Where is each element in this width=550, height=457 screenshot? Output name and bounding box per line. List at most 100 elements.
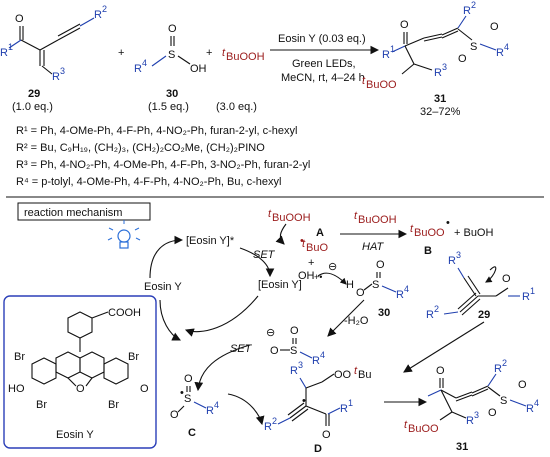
svg-text:O: O [376, 259, 385, 271]
svg-text:O: O [290, 325, 299, 337]
svg-text:O: O [488, 407, 497, 419]
substituent-r1: R¹ = Ph, 4-OMe-Ph, 4-F-Ph, 4-NO₂-Ph, fur… [16, 125, 297, 137]
svg-text:2: 2 [272, 416, 277, 426]
tbuooh-reduction-arrow [275, 223, 287, 245]
svg-text:Bu: Bu [358, 369, 371, 381]
svg-text:4: 4 [404, 284, 409, 294]
svg-text:+: + [308, 257, 314, 269]
svg-text:R: R [264, 421, 272, 433]
svg-text:R: R [448, 255, 456, 267]
r2-label: R [94, 9, 102, 21]
svg-text:3: 3 [298, 360, 303, 370]
svg-text:t: t [268, 208, 272, 220]
svg-text:3: 3 [456, 250, 461, 260]
mechanism-title-box [17, 202, 151, 221]
enynone-29-mech: R 3 O R 1 R 2 [426, 250, 535, 321]
svg-text:Br: Br [36, 399, 47, 411]
product-yield: 32–72% [420, 106, 461, 118]
sulfur-s: S [168, 49, 175, 61]
svg-text:O: O [140, 383, 149, 395]
svg-text:O: O [458, 53, 467, 65]
compound-29-equiv: (1.0 eq.) [12, 101, 53, 113]
svg-text:⊖: ⊖ [328, 261, 337, 273]
substituent-r3: R³ = Ph, 4-NO₂-Ph, 4-OMe-Ph, 4-F-Ph, 3-N… [16, 159, 310, 171]
compound-29-structure: O R 1 R 2 R 3 [0, 4, 107, 83]
svg-text:O: O [400, 19, 409, 31]
svg-text:2: 2 [471, 0, 476, 10]
plus-sign-2: + [206, 47, 212, 59]
svg-text:S: S [470, 41, 477, 53]
tbuooh-equiv: (3.0 eq.) [216, 101, 257, 113]
photoexcitation-arrow [149, 235, 184, 279]
svg-text:R: R [434, 67, 442, 79]
svg-text:1: 1 [348, 398, 353, 408]
svg-text:t: t [302, 238, 306, 250]
svg-text:O: O [270, 345, 279, 357]
product-31-mech-structure: O R 2 S O O R 4 R 3 t BuOO [404, 358, 539, 435]
tbuoo-radical: BuOO [414, 227, 445, 239]
compound-30-structure: O S R 4 OH [134, 23, 207, 75]
deprotonation-arrow [327, 299, 365, 337]
svg-text:R: R [463, 5, 471, 17]
svg-text:•: • [302, 395, 306, 407]
svg-text:4: 4 [142, 58, 147, 68]
set-label-2: SET [230, 343, 253, 355]
svg-text:R: R [526, 403, 534, 415]
svg-text:Br: Br [14, 351, 25, 363]
compound-30-equiv: (1.5 eq.) [148, 101, 189, 113]
svg-text:R: R [496, 47, 504, 59]
svg-text:⊖: ⊖ [266, 327, 275, 339]
svg-text:4: 4 [534, 398, 539, 408]
product-31-structure: O R 1 R 2 S O O R 4 R 3 t BuOO [362, 0, 509, 91]
svg-text:R: R [522, 291, 530, 303]
svg-text:O: O [436, 365, 445, 377]
svg-text:R: R [206, 405, 214, 417]
light-bulb-icon [107, 220, 141, 249]
carbonyl-o: O [15, 13, 24, 25]
svg-text:Br: Br [108, 399, 119, 411]
substituent-r2: R² = Bu, C₉H₁₉, (CH₂)₃, (CH₂)₂CO₂Me, (CH… [16, 142, 265, 154]
addition-arrow [403, 321, 485, 373]
svg-text:t: t [354, 365, 358, 377]
svg-text:R: R [382, 49, 390, 61]
svg-text:1: 1 [530, 286, 535, 296]
svg-text:4: 4 [504, 42, 509, 52]
compound-29-mech-number: 29 [478, 309, 490, 321]
svg-text:t: t [362, 75, 366, 87]
sulfinate-anion: ⊖ O S O R 4 [266, 325, 325, 367]
return-arrow [184, 295, 259, 337]
sulfinic-acid-30-mech: H O S O R 4 [317, 259, 409, 301]
svg-text:S: S [290, 345, 297, 357]
intermediate-d-label: D [314, 443, 322, 455]
product-31-number: 31 [434, 93, 446, 105]
r4-label: R [134, 63, 142, 75]
eosin-radical-cation: [Eosin Y] [258, 279, 302, 291]
svg-text:2: 2 [102, 4, 107, 14]
mechanism-title: reaction mechanism [24, 207, 122, 219]
svg-text:t: t [404, 419, 408, 431]
svg-text:H: H [346, 279, 354, 291]
svg-text:+•: +• [314, 272, 322, 282]
svg-text:R: R [290, 365, 298, 377]
svg-text:R: R [396, 289, 404, 301]
tbuooh-top: BuOOH [272, 212, 311, 224]
conditions-solvent: MeCN, rt, 4–24 h [281, 72, 365, 84]
svg-text:•: • [300, 235, 304, 247]
svg-text:R: R [466, 415, 474, 427]
tert-label: t [222, 47, 226, 59]
product-31-mech-number: 31 [456, 441, 468, 453]
svg-text:R: R [340, 403, 348, 415]
svg-text:2: 2 [502, 358, 507, 368]
svg-text:t: t [410, 223, 414, 235]
tbuooh-reagent: BuOOH [226, 51, 265, 63]
oh-group: OH [190, 63, 207, 75]
eosin-excited: [Eosin Y]* [186, 235, 235, 247]
conditions-light: Green LEDs, [292, 58, 356, 70]
svg-text:R: R [426, 309, 434, 321]
svg-text:BuOO: BuOO [408, 423, 439, 435]
r1-label: R [0, 47, 8, 59]
intermediate-b-label: B [424, 245, 432, 257]
eosin-y-structure: COOH O Br Br HO O Br Br [8, 307, 149, 411]
svg-text:1: 1 [8, 42, 13, 52]
svg-text:HO: HO [8, 383, 25, 395]
